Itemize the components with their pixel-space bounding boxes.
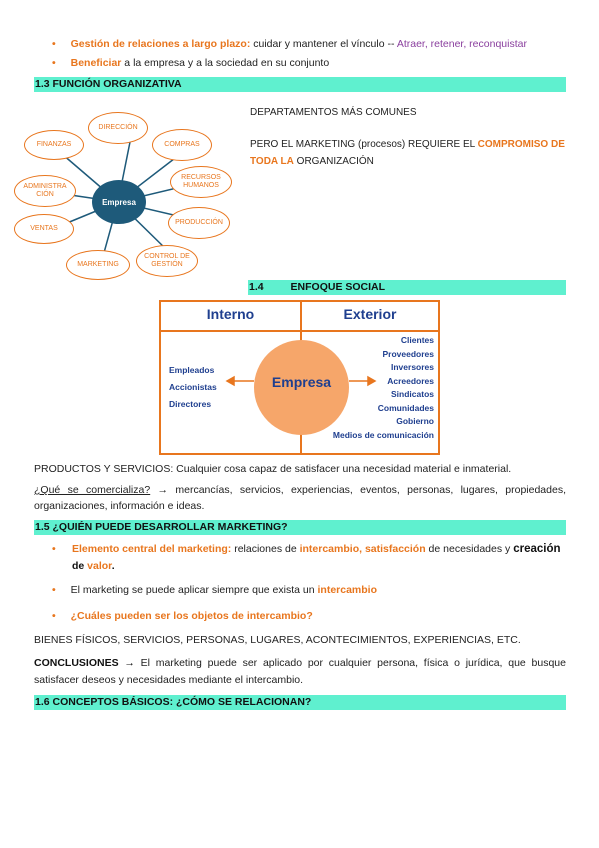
org-node-marketing: MARKETING (66, 250, 130, 280)
bullet-item: • Beneficiar a la empresa y a la socieda… (52, 57, 592, 69)
bullet-highlight: intercambio, satisfacción (299, 543, 426, 555)
social-arrows (225, 375, 377, 387)
social-exterior: Exterior (343, 306, 397, 322)
org-node-produccion: PRODUCCIÓN (168, 207, 230, 239)
social-external-item: Inversores (391, 362, 434, 372)
bullet-item: • El marketing se puede aplicar siempre … (52, 584, 572, 596)
bullet-extra: Atraer, retener, reconquistar (396, 38, 527, 50)
bullet-strong: Gestión de relaciones a largo plazo: (70, 38, 251, 50)
bullet-end: . (111, 560, 115, 572)
org-node-recursos-humanos: RECURSOS HUMANOS (170, 166, 232, 198)
org-node-compras: COMPRAS (152, 129, 212, 161)
bullet-text: de necesidades y (425, 543, 514, 555)
social-diagram: Interno Exterior Empresa Empleados Accio… (159, 300, 440, 455)
social-internal-item: Empleados (169, 365, 215, 375)
divider (161, 330, 438, 332)
section-heading: 1.3 FUNCIÓN ORGANIZATIVA (34, 77, 566, 92)
conclusiones-label: CONCLUSIONES (34, 657, 119, 669)
side-line-2: PERO EL MARKETING (procesos) REQUIERE EL… (250, 136, 570, 170)
social-internal-item: Accionistas (169, 382, 217, 392)
bullet-item: • Gestión de relaciones a largo plazo: c… (52, 38, 592, 50)
side-text-highlight: COMPROMISO DE TODA LA (250, 139, 565, 167)
bullet-text: relaciones de (231, 543, 300, 555)
conclusiones-block: CONCLUSIONES → El marketing puede ser ap… (34, 655, 566, 689)
bullet-bold: creación (513, 543, 561, 555)
social-external-list: Clientes Proveedores Inversores Acreedor… (333, 334, 434, 442)
org-node-ventas: VENTAS (14, 214, 74, 244)
bullet-strong: ¿Cuáles pueden ser los objetos de interc… (70, 610, 313, 622)
section-heading: 1.6 CONCEPTOS BÁSICOS: ¿CÓMO SE RELACION… (34, 695, 566, 710)
bullet-dot: • (52, 57, 56, 69)
bienes-line: BIENES FÍSICOS, SERVICIOS, PERSONAS, LUG… (34, 634, 521, 646)
bullet-dot: • (52, 584, 56, 596)
bullet-highlight: valor (87, 560, 112, 572)
side-line-1: DEPARTAMENTOS MÁS COMUNES (250, 107, 417, 118)
products-question: ¿Qué se comercializa? (34, 484, 151, 496)
products-line: PRODUCTOS Y SERVICIOS: Cualquier cosa ca… (34, 463, 512, 475)
social-internal-list: Empleados Accionistas Directores (169, 362, 217, 413)
arrow: → (150, 484, 176, 496)
section-heading: 1.5 ¿QUIÉN PUEDE DESARROLLAR MARKETING? (34, 520, 566, 535)
section-heading: 1.4 ENFOQUE SOCIAL (248, 280, 566, 295)
bullet-text: a la empresa y a la sociedad en su conju… (121, 57, 330, 69)
section-number: 1.4 (249, 281, 264, 293)
org-node-finanzas: FINANZAS (24, 130, 84, 160)
bullet-highlight: intercambio (317, 584, 378, 596)
bullet-strong: Elemento central del marketing: (72, 543, 232, 555)
org-node-administracion: ADMINISTRA CIÓN (14, 175, 76, 207)
bullet-text: cuidar y mantener el vínculo -- (250, 38, 397, 50)
social-external-item: Medios de comunicación (332, 429, 434, 440)
org-node-direccion: DIRECCIÓN (88, 112, 148, 144)
conclusiones-text: El marketing puede ser aplicado por cual… (34, 657, 566, 686)
bullet-dot: • (52, 543, 56, 555)
bullet-content: Elemento central del marketing: relacion… (72, 541, 572, 575)
org-diagram: DIRECCIÓN COMPRAS RECURSOS HUMANOS PRODU… (10, 100, 240, 280)
social-external-item: Sindicatos (391, 389, 434, 399)
side-text-a: PERO EL MARKETING (procesos) REQUIERE EL (250, 139, 478, 150)
arrow: → (118, 657, 141, 669)
social-center: Empresa (271, 374, 332, 390)
products-answer: mercancías, servicios, experiencias, eve… (34, 484, 566, 512)
org-center: Empresa (92, 180, 146, 224)
social-external-item: Comunidades (377, 402, 434, 413)
social-circle (254, 340, 349, 435)
section-title: ENFOQUE SOCIAL (290, 281, 386, 293)
bullet-strong: Beneficiar (70, 57, 122, 69)
social-external-item: Clientes (400, 335, 434, 345)
social-external-item: Gobierno (396, 416, 434, 426)
bullet-item: • ¿Cuáles pueden ser los objetos de inte… (52, 610, 572, 622)
side-text-c: ORGANIZACIÓN (293, 156, 374, 167)
bullet-dot: • (52, 610, 56, 622)
bullet-item: • Elemento central del marketing: relaci… (52, 541, 572, 575)
social-external-item: Acreedores (387, 375, 434, 386)
social-internal-item: Directores (169, 399, 212, 409)
bullet-text: El marketing se puede aplicar siempre qu… (70, 584, 318, 596)
org-node-control-gestion: CONTROL DE GESTIÓN (136, 245, 198, 277)
social-external-item: Proveedores (382, 348, 435, 359)
products-question-block: ¿Qué se comercializa? → mercancías, serv… (34, 482, 566, 514)
bullet-text: de (72, 560, 88, 572)
bullet-dot: • (52, 38, 56, 50)
social-interno: Interno (206, 306, 255, 322)
